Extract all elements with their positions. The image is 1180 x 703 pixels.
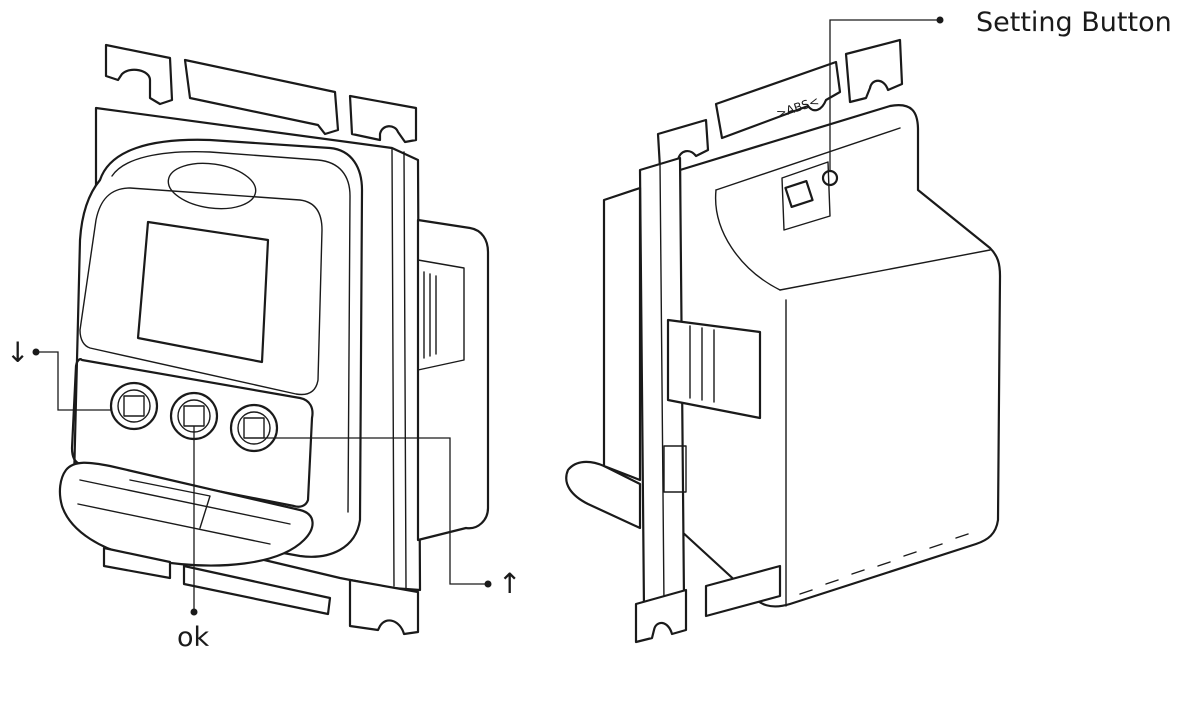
down-button [109,381,159,431]
up-arrow-label: ↑ [498,567,521,600]
setting-button-label: Setting Button [976,7,1172,38]
setting-button-callout: Setting Button [829,7,1172,172]
ok-callout: ok [177,426,210,653]
down-callout: ↓ [6,336,112,411]
up-button [229,403,279,453]
up-callout: ↑ [264,437,521,600]
down-arrow-label: ↓ [6,336,29,369]
front-view-device [58,43,490,636]
back-view-device: >ABS< [565,38,1002,644]
ok-label: ok [177,622,210,653]
